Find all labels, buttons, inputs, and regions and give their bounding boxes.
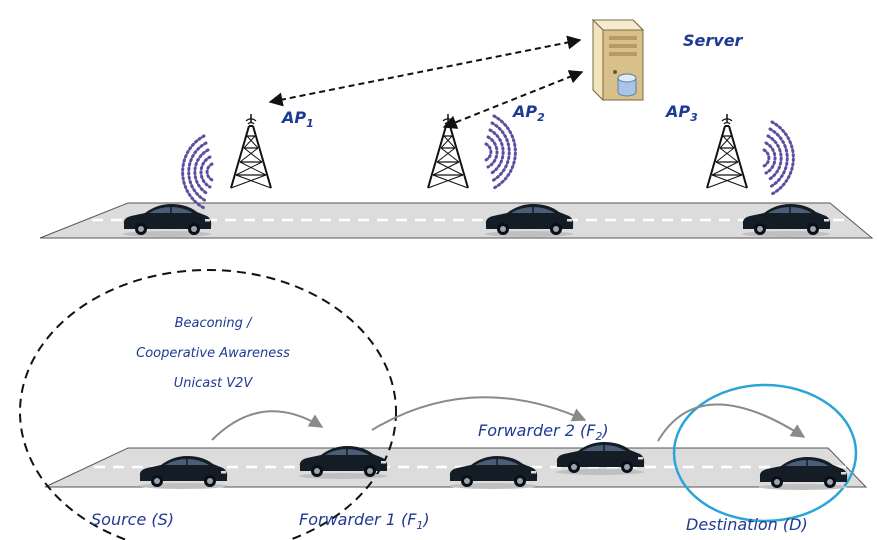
hop-arrow-3	[657, 403, 806, 442]
ap3-tower-icon	[706, 113, 748, 189]
ap2-signal-icon	[484, 114, 517, 190]
ap3-signal-icon	[762, 120, 795, 196]
top-road	[39, 202, 874, 239]
beacon-range-circle	[19, 269, 397, 540]
beacon-text-line-3: Unicast V2V	[174, 376, 254, 391]
hop-arrow-1	[211, 410, 324, 441]
ap1-tower-icon	[230, 113, 272, 189]
server-icon	[591, 18, 645, 102]
ap1-label: AP1	[280, 108, 314, 130]
forwarder2-label: Forwarder 2 (F2)	[478, 421, 609, 443]
beacon-text-line-2: Cooperative Awareness	[136, 346, 290, 361]
ap2-tower-icon	[427, 113, 469, 189]
ap2-label: AP2	[511, 102, 545, 124]
ap1-signal-icon	[181, 134, 214, 210]
source-label: Source (S)	[91, 510, 174, 529]
hop-arrow-2	[371, 396, 587, 431]
forwarder1-label: Forwarder 1 (F1)	[299, 510, 430, 532]
server-label: Server	[683, 31, 744, 50]
destination-label: Destination (D)	[686, 515, 808, 534]
beacon-text-line-1: Beaconing /	[175, 316, 253, 331]
server-ap2-link	[442, 70, 584, 129]
server-ap1-link	[268, 35, 582, 107]
destination-range-circle	[672, 383, 858, 523]
forwarder2-car	[555, 441, 645, 476]
ap3-label: AP3	[664, 102, 698, 124]
